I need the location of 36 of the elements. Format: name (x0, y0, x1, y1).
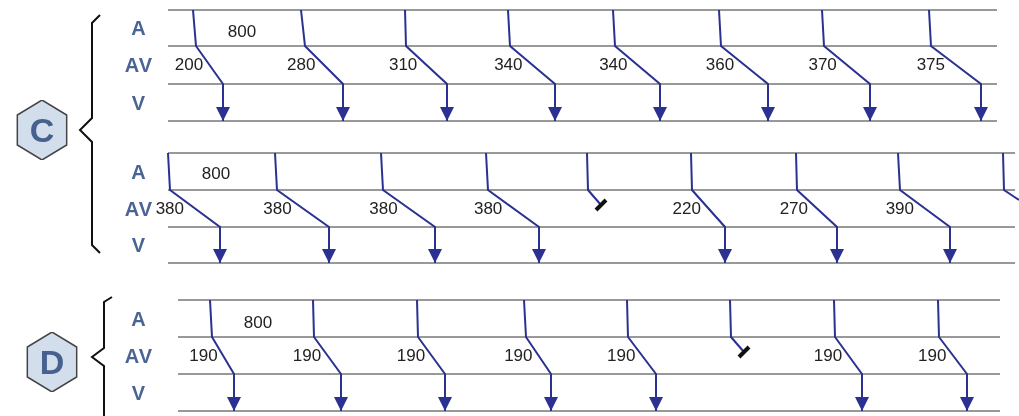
row-label: A (131, 19, 147, 37)
interval-value: 190 (813, 346, 843, 365)
interval-value: 280 (287, 56, 316, 74)
interval-value: 380 (369, 199, 398, 218)
interval-value: 190 (396, 346, 426, 365)
interval-value: 190 (292, 346, 322, 365)
interval-value: 270 (779, 199, 808, 218)
interval-value: 310 (388, 56, 418, 74)
row-label: AV (124, 56, 154, 74)
interval-value: 190 (189, 346, 218, 365)
interval-value: 190 (607, 346, 636, 365)
row-label: AV (124, 346, 154, 365)
interval-value: 375 (916, 56, 945, 74)
interval-value: 340 (494, 56, 523, 74)
interval-value: 800 (201, 165, 231, 183)
interval-value: 200 (174, 56, 204, 74)
interval-value: 190 (504, 346, 533, 365)
interval-value: 380 (263, 199, 292, 218)
panel-letter: C (28, 110, 56, 150)
row-label: A (131, 162, 147, 181)
panel-letter: D (38, 342, 66, 382)
interval-value: 370 (808, 56, 837, 74)
row-label: A (131, 309, 147, 328)
interval-value: 360 (705, 56, 735, 74)
interval-value: 220 (672, 199, 701, 218)
interval-value: 800 (227, 23, 257, 41)
interval-value: 340 (599, 56, 628, 74)
interval-value: 800 (243, 314, 273, 332)
row-label: AV (124, 199, 154, 218)
row-label: V (131, 93, 147, 112)
row-label: V (131, 236, 147, 254)
interval-value: 190 (918, 346, 947, 365)
interval-value: 390 (885, 199, 914, 218)
interval-value: 380 (155, 199, 184, 218)
row-label: V (131, 383, 147, 402)
interval-value: 380 (473, 199, 503, 218)
